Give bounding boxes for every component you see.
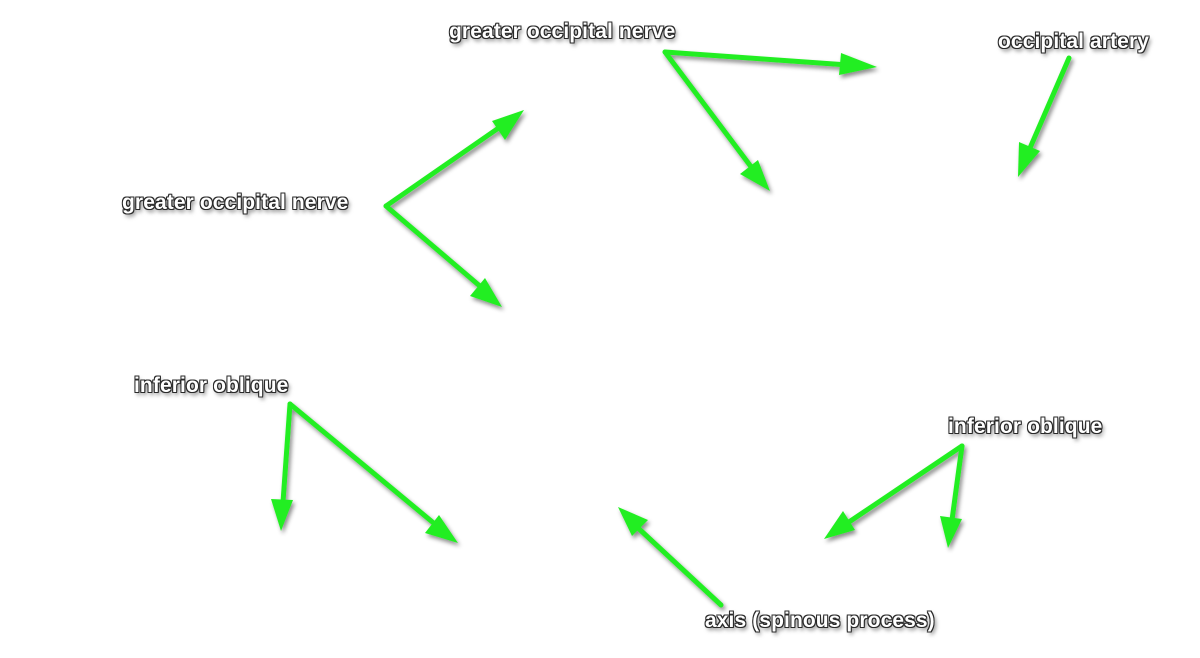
arrow-io-left-diagonal [287,401,458,543]
arrow-gon-left-up [383,110,524,209]
arrow-gon-left-down [383,203,502,307]
arrow-group [271,49,1072,608]
label-occipital-artery: occipital artery [998,30,1149,53]
label-axis-spinous-process: axis (spinous process) [705,609,935,632]
arrow-axis [618,507,724,608]
arrow-gon-top-down [662,49,770,191]
label-inferior-oblique-right: inferior oblique [948,415,1103,438]
arrow-io-right-down [940,443,965,548]
label-greater-occipital-nerve-left: greater occipital nerve [122,191,349,214]
arrow-io-left-down [271,401,293,531]
label-greater-occipital-nerve-top: greater occipital nerve [449,20,676,43]
arrow-occipital-artery [1018,55,1072,177]
arrow-io-right-diagonal [824,443,965,539]
arrow-gon-top-right [662,49,877,75]
label-inferior-oblique-left: inferior oblique [134,374,289,397]
